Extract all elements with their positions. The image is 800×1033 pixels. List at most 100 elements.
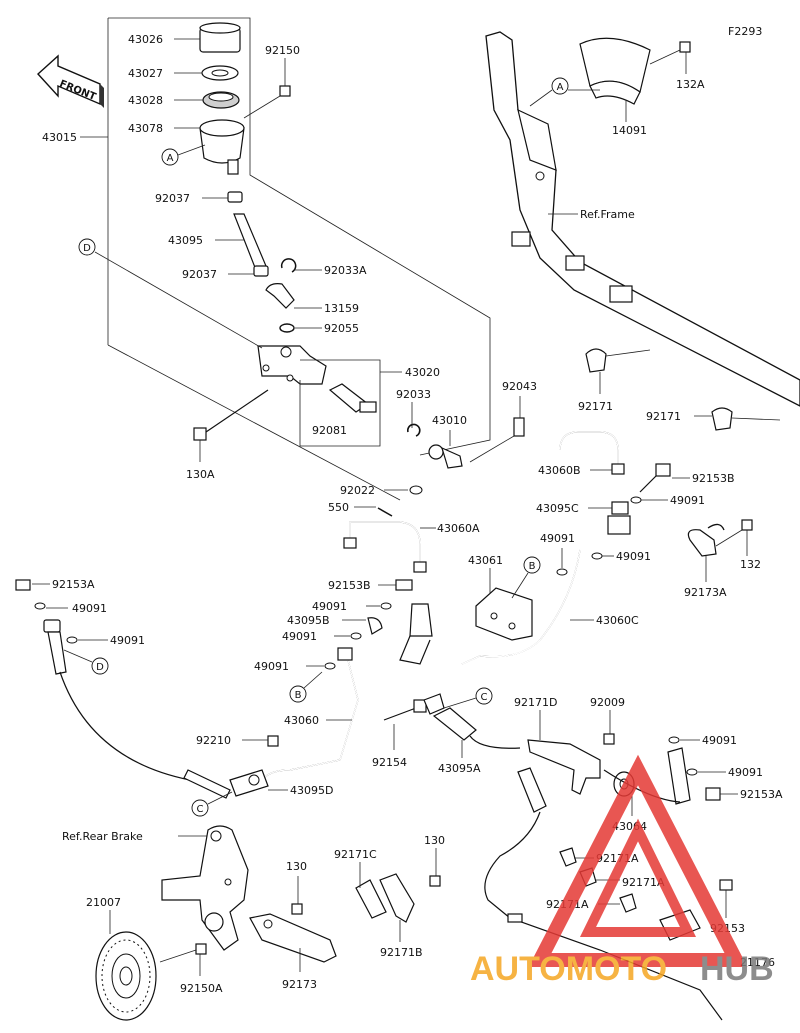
- banjo-bolt-92153A-left: [15, 579, 31, 591]
- label-92055: 92055: [324, 322, 359, 335]
- connector-block: [409, 603, 433, 637]
- push-rod-43010: [428, 444, 463, 469]
- label-92153B-top: 92153B: [692, 472, 735, 485]
- label-49091-h: 49091: [254, 660, 289, 673]
- label-43015: 43015: [42, 131, 77, 144]
- label-43010: 43010: [432, 414, 467, 427]
- hose-sleeve-left: [183, 769, 231, 799]
- label-92173A: 92173A: [684, 586, 727, 599]
- label-92171A-2: 92171A: [622, 876, 665, 889]
- watermark-text-2: HUB: [700, 950, 774, 988]
- callout-b-2: B: [295, 690, 302, 701]
- label-49091-i: 49091: [702, 734, 737, 747]
- label-43026: 43026: [128, 33, 163, 46]
- clamp-92171-a: [585, 348, 607, 373]
- banjo-43095D: [229, 769, 269, 797]
- label-49091-c: 49091: [540, 532, 575, 545]
- label-43028: 43028: [128, 94, 163, 107]
- label-49091-f: 49091: [312, 600, 347, 613]
- callout-d-1: D: [83, 243, 91, 254]
- label-43060: 43060: [284, 714, 319, 727]
- circlip-92033A: [280, 258, 297, 273]
- label-21176: 21176: [740, 956, 775, 969]
- label-92171B: 92171B: [380, 946, 423, 959]
- callout-b-1: B: [529, 561, 536, 572]
- hose-end-left: [47, 631, 67, 675]
- clamp-92171-b: [711, 407, 733, 431]
- label-92153B-mid: 92153B: [328, 579, 371, 592]
- label-92153A-left: 92153A: [52, 578, 95, 591]
- clamp-92171C: [355, 879, 387, 919]
- callout-c-1: C: [197, 804, 204, 815]
- label-92037-lower: 92037: [182, 268, 217, 281]
- label-49091-j: 49091: [728, 766, 763, 779]
- label-92043: 92043: [502, 380, 537, 393]
- bolt-132A: [679, 41, 691, 53]
- bolt-130-b: [429, 875, 441, 887]
- label-43020: 43020: [405, 366, 440, 379]
- banjo-bolt-92153B-top: [639, 463, 671, 493]
- clip-92173A: [687, 523, 725, 557]
- label-43078: 43078: [128, 122, 163, 135]
- callout-c-2: C: [481, 692, 488, 703]
- label-92171D: 92171D: [514, 696, 557, 709]
- pin-92043: [513, 417, 525, 437]
- watermark-text-1: AUTOMOTO: [470, 950, 667, 988]
- label-132: 132: [740, 558, 761, 571]
- bolt-130A: [193, 389, 269, 441]
- piston-92081: [328, 383, 377, 413]
- label-92033A: 92033A: [324, 264, 367, 277]
- reservoir-tank: [199, 119, 245, 175]
- clamp-92171B: [379, 873, 415, 923]
- label-49091-d: 49091: [72, 602, 107, 615]
- clamp-92037-top: [227, 191, 243, 203]
- banjo-bolt-92153A-right: [705, 787, 721, 801]
- pipe-43060A: [349, 521, 421, 565]
- label-92171-b: 92171: [646, 410, 681, 423]
- label-49091-g: 49091: [282, 630, 317, 643]
- label-92081: 92081: [312, 424, 347, 437]
- cover-14091: [579, 37, 651, 105]
- ref-frame: Ref.Frame: [580, 208, 635, 221]
- label-132A: 132A: [676, 78, 705, 91]
- bolt-92150: [279, 85, 291, 97]
- label-92150: 92150: [265, 44, 300, 57]
- frame: [485, 31, 800, 407]
- washer-92022: [409, 485, 423, 495]
- hose-43095: [233, 213, 267, 271]
- label-92022: 92022: [340, 484, 375, 497]
- label-92173: 92173: [282, 978, 317, 991]
- label-92154: 92154: [372, 756, 407, 769]
- label-92009: 92009: [590, 696, 625, 709]
- label-43061: 43061: [468, 554, 503, 567]
- label-92150A: 92150A: [180, 982, 223, 995]
- label-43095C: 43095C: [536, 502, 579, 515]
- callout-a-2: A: [557, 82, 564, 93]
- label-43060C: 43060C: [596, 614, 639, 627]
- bolt-130-a: [291, 903, 303, 915]
- bolt-92150A: [195, 943, 207, 955]
- label-92037-top: 92037: [155, 192, 190, 205]
- master-cylinder-body: [257, 345, 327, 385]
- bracket-43061: [475, 587, 533, 641]
- label-92153A-right: 92153A: [740, 788, 783, 801]
- label-21007: 21007: [86, 896, 121, 909]
- label-13159: 13159: [324, 302, 359, 315]
- label-49091-e: 49091: [110, 634, 145, 647]
- ref-rear-brake: Ref.Rear Brake: [62, 830, 143, 843]
- bolt-132: [741, 519, 753, 531]
- diagram-code: F2293: [728, 25, 762, 38]
- label-92033: 92033: [396, 388, 431, 401]
- label-49091-b: 49091: [616, 550, 651, 563]
- caliper-bracket: [161, 825, 249, 951]
- banjo-43095C: [607, 501, 631, 535]
- clamp-92171D: [527, 739, 601, 795]
- front-arrow-icon: FRONT: [37, 54, 104, 108]
- hose-43095A: [423, 693, 521, 749]
- brake-disc-21007: [95, 931, 157, 1021]
- elbow-13159: [265, 283, 295, 309]
- bolt-92210: [267, 735, 279, 747]
- label-43095: 43095: [168, 234, 203, 247]
- label-130A: 130A: [186, 468, 215, 481]
